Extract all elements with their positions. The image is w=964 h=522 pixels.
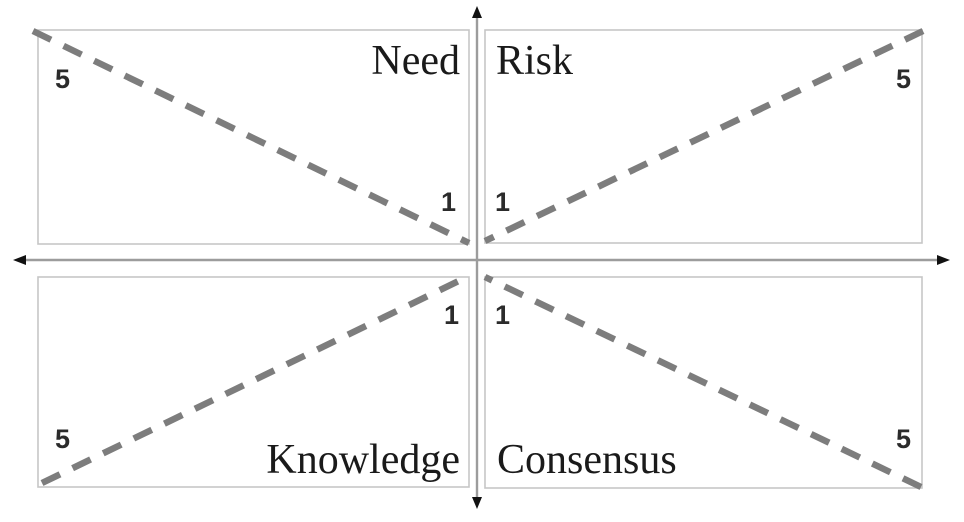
scale-value-top-right-inner: 1	[495, 187, 511, 217]
quadrant-label-consensus: Consensus	[497, 437, 677, 483]
scale-value-bottom-right-inner: 1	[495, 300, 511, 330]
quadrant-box-bottom-right	[484, 276, 923, 489]
scale-value-bottom-left-inner: 1	[444, 300, 460, 330]
axis-arrow-down-icon	[472, 497, 482, 509]
axis-arrow-left-icon	[13, 255, 26, 265]
scale-value-top-left-outer: 5	[55, 64, 71, 94]
quadrant-label-need: Need	[371, 38, 460, 84]
quadrant-box-top-right	[484, 29, 923, 244]
quadrant-label-knowledge: Knowledge	[266, 437, 460, 483]
quadrant-box-top-left	[37, 29, 470, 245]
scale-line-top-right	[483, 28, 925, 244]
scale-line-top-left	[31, 28, 471, 246]
scale-value-top-left-inner: 1	[441, 187, 457, 217]
quadrant-box-bottom-left	[37, 276, 470, 488]
axis-arrow-up-icon	[472, 6, 482, 18]
quadrant-label-risk: Risk	[496, 38, 574, 84]
axis-arrow-right-icon	[937, 255, 950, 265]
scale-value-bottom-left-outer: 5	[55, 424, 71, 454]
scale-value-top-right-outer: 5	[896, 64, 912, 94]
scale-line-bottom-right	[483, 274, 923, 490]
scale-value-bottom-right-outer: 5	[896, 424, 912, 454]
scale-line-bottom-left	[40, 273, 471, 486]
